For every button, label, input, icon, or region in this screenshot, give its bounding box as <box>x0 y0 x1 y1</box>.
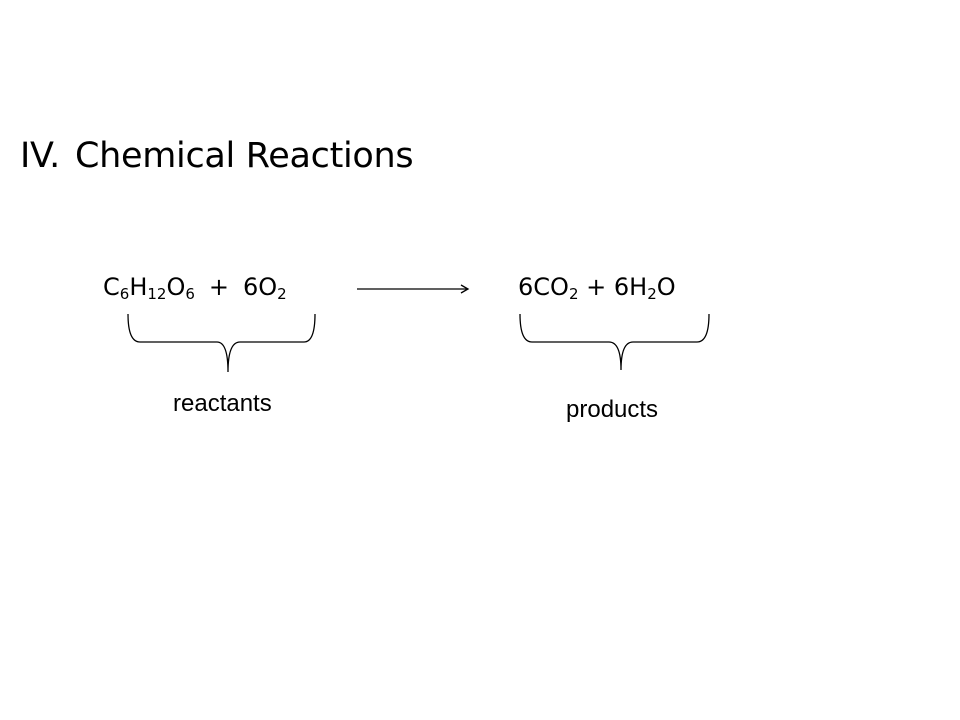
products-brace <box>519 313 710 371</box>
products-plus: + <box>586 273 607 301</box>
co2-formula: 6CO2 <box>518 273 579 303</box>
oxygen-formula: 6O2 <box>243 273 287 303</box>
title-numeral: IV. <box>20 136 60 176</box>
water-formula: 6H2O <box>613 273 676 303</box>
slide-title: IV. Chemical Reactions <box>20 134 414 178</box>
products-label: products <box>566 396 659 423</box>
glucose-formula: C6H12O6 <box>103 273 195 303</box>
reaction-arrow <box>357 284 470 294</box>
reactants-plus: + <box>208 273 229 301</box>
reactants-formula: C6H12O6 +6O2 <box>103 272 287 302</box>
arrow-head <box>460 284 470 294</box>
products-formula: 6CO2 + 6H2O <box>518 272 676 302</box>
reactants-label: reactants <box>173 390 272 417</box>
reactants-brace <box>127 313 316 373</box>
title-text: Chemical Reactions <box>74 136 414 176</box>
